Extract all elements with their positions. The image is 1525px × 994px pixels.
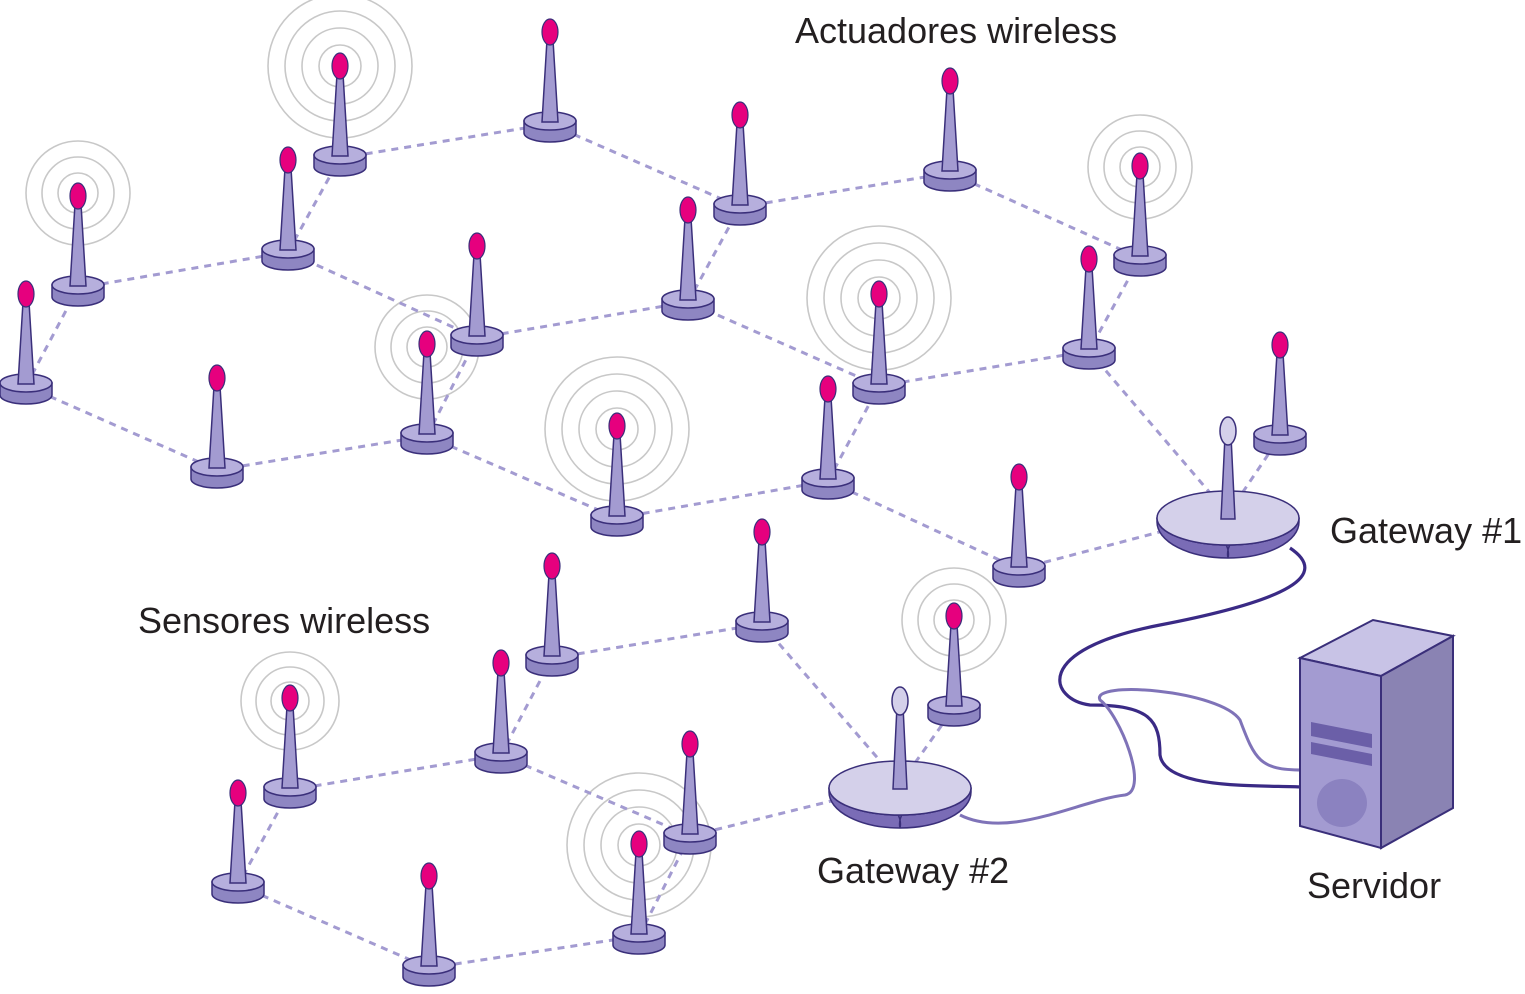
nodes-layer: [0, 18, 1307, 987]
antenna-node-icon: [923, 67, 977, 192]
antenna-node-icon: [801, 375, 855, 500]
mesh-link: [287, 250, 478, 340]
server-tower-icon: [1297, 618, 1456, 850]
cable-gateway2: [959, 688, 1303, 825]
mesh-link: [686, 206, 742, 303]
server-drive-bay: [1311, 742, 1372, 766]
antenna-node-icon: [1113, 152, 1167, 277]
mesh-link: [739, 171, 951, 209]
mesh-link: [289, 753, 502, 792]
antenna-node-icon: [992, 463, 1046, 588]
mesh-link: [616, 479, 829, 520]
mesh-link: [689, 782, 901, 838]
mesh-link: [827, 479, 1020, 571]
mesh-link: [237, 883, 430, 970]
cables-layer: [959, 546, 1307, 825]
antenna-node-icon: [590, 412, 644, 537]
gateways-layer: [828, 416, 1300, 829]
antenna-node-icon: [612, 830, 666, 955]
mesh-link: [1018, 512, 1229, 571]
antenna-node-icon: [525, 552, 579, 677]
mesh-link: [500, 753, 691, 838]
actuators-label: Actuadores wireless: [795, 10, 1118, 51]
mesh-link: [760, 623, 902, 785]
antenna-node-icon: [852, 280, 906, 405]
gateway1-label: Gateway #1: [1330, 510, 1523, 551]
cable-gateway1: [1058, 546, 1307, 789]
antenna-node-icon: [474, 649, 528, 774]
antenna-node-icon: [661, 196, 715, 321]
antenna-node-icon: [261, 146, 315, 271]
mesh-link: [551, 622, 763, 660]
antenna-node-icon: [400, 330, 454, 455]
antenna-node-icon: [0, 280, 53, 405]
antenna-node-icon: [663, 730, 717, 855]
antenna-node-icon: [1062, 245, 1116, 370]
mesh-link: [428, 934, 640, 970]
antenna-node-icon: [313, 52, 367, 177]
mesh-link: [826, 385, 881, 482]
server-drive-bay: [1311, 722, 1372, 748]
signal-rings-layer: [25, 0, 1193, 918]
server-label: Servidor: [1307, 865, 1442, 906]
mesh-link: [216, 434, 428, 472]
antenna-node-icon: [402, 862, 456, 987]
antenna-node-icon: [927, 602, 981, 727]
antenna-node-icon: [1253, 331, 1307, 456]
antenna-node-icon: [211, 779, 265, 904]
mesh-link: [1087, 350, 1230, 515]
mesh-link: [878, 349, 1090, 388]
sensors-label: Sensores wireless: [138, 600, 431, 641]
mesh-link: [476, 300, 689, 340]
mesh-link: [339, 122, 551, 160]
gateway-dish-icon: [1156, 416, 1300, 559]
antenna-node-icon: [263, 684, 317, 809]
antenna-node-icon: [523, 18, 577, 143]
mesh-link: [426, 434, 618, 520]
antenna-node-icon: [713, 101, 767, 226]
mesh-link: [949, 171, 1141, 260]
server-fan: [1317, 779, 1367, 827]
gateway2-label: Gateway #2: [817, 850, 1010, 891]
mesh-link: [549, 122, 741, 209]
antenna-node-icon: [190, 364, 244, 489]
antenna-node-icon: [450, 232, 504, 357]
antenna-node-icon: [735, 518, 789, 643]
mesh-link: [687, 300, 880, 388]
mesh-link: [77, 250, 289, 290]
mesh-link: [25, 384, 218, 472]
antenna-node-icon: [51, 182, 105, 307]
gateway-dish-icon: [828, 686, 972, 829]
mesh-link: [286, 157, 342, 253]
